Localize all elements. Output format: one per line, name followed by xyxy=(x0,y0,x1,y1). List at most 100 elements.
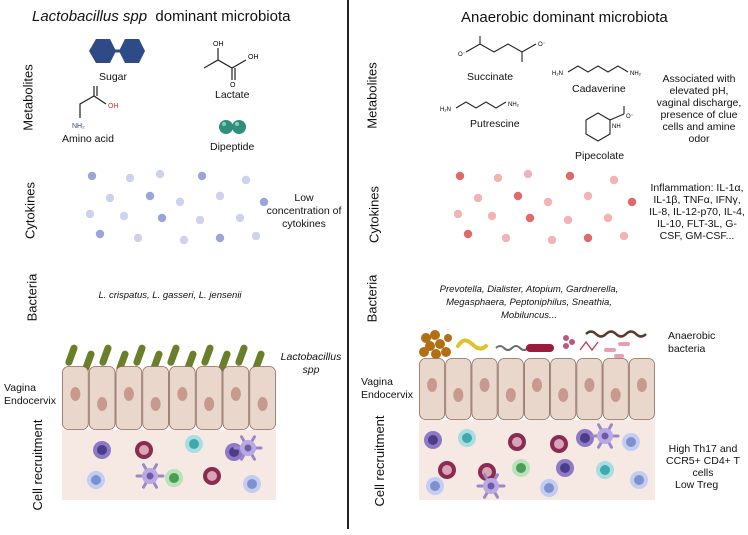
lactate-label: Lactate xyxy=(215,89,250,101)
immune-cell-nucleus xyxy=(626,437,636,447)
cytokine-dot xyxy=(501,233,511,243)
left-title-italic: Lactobacillus spp xyxy=(32,8,148,25)
immune-cell-nucleus xyxy=(512,437,522,447)
lactobacillus-rod xyxy=(99,344,112,366)
cytokine-dot xyxy=(627,197,637,207)
immune-cell-nucleus xyxy=(554,439,564,449)
immune-cell-nucleus xyxy=(247,479,257,489)
left-panel-title: Lactobacillus spp dominant microbiota xyxy=(32,8,291,25)
lactate-o: O xyxy=(230,82,236,88)
cytokine-dot xyxy=(543,197,553,207)
immune-cell-nucleus xyxy=(600,465,610,475)
pipecolate-nh: NH xyxy=(612,124,621,130)
dendritic-cell-icon xyxy=(233,435,263,461)
lactate-molecule-icon: OH OH O xyxy=(203,41,259,88)
cytokine-dot xyxy=(455,171,465,181)
immune-cell-nucleus xyxy=(97,445,107,455)
sugar-molecule-icon xyxy=(89,39,145,63)
cadaverine-nh2: NH₂ xyxy=(630,71,642,77)
left-cytokine-note: Low concentration of cytokines xyxy=(266,192,342,230)
immune-cell-nucleus xyxy=(462,433,472,443)
succinate-molecule-icon: O⁻ O⁻ xyxy=(458,36,546,62)
cytokine-dot xyxy=(119,211,129,221)
right-cell-note-1: High Th17 and CCR5+ CD4+ T cells xyxy=(666,443,740,479)
cell-nucleus xyxy=(479,378,490,392)
cadaverine-label: Cadaverine xyxy=(572,83,626,95)
right-cytokine-note: Inflammation: IL-1α, IL-1β, TNFα, IFNγ, … xyxy=(649,182,745,242)
cytokine-dot xyxy=(87,171,97,181)
cytokine-dot xyxy=(155,169,165,179)
right-tissue-label: Vagina Endocervix xyxy=(361,376,413,401)
cytokine-dot xyxy=(583,191,593,201)
putrescine-label: Putrescine xyxy=(470,118,520,130)
dendritic-cell-icon xyxy=(135,463,165,489)
cytokine-dot xyxy=(251,231,261,241)
lactobacillus-rod xyxy=(133,344,146,366)
right-row-cell-recruitment: Cell recruitment xyxy=(372,415,387,507)
right-cell-note-2: Low Treg xyxy=(675,479,719,491)
cytokine-dot xyxy=(157,213,167,223)
cytokine-dot xyxy=(565,171,575,181)
cell-nucleus xyxy=(230,387,241,401)
right-recruitment-area xyxy=(419,420,655,500)
cytokine-dot xyxy=(525,213,535,223)
panel-divider xyxy=(347,0,349,529)
cytokine-dot xyxy=(145,191,155,201)
left-tissue-label: Vagina Endocervix xyxy=(4,382,56,407)
left-row-cytokines: Cytokines xyxy=(22,181,38,240)
dipeptide-icon xyxy=(219,120,246,134)
cell-nucleus xyxy=(584,378,595,392)
putrescine-h2n: H₂N xyxy=(440,107,451,113)
dendritic-cell-icon xyxy=(590,423,620,449)
immune-cell-nucleus xyxy=(430,481,440,491)
amino-oh: OH xyxy=(108,103,119,110)
right-cytokine-dots xyxy=(453,169,637,245)
cell-nucleus xyxy=(204,397,215,411)
lactate-oh-1: OH xyxy=(213,41,224,48)
cytokine-dot xyxy=(609,175,619,185)
left-title-rest: dominant microbiota xyxy=(155,8,291,25)
cytokine-dot xyxy=(133,233,143,243)
cytokine-dot xyxy=(85,209,95,219)
right-panel-title: Anaerobic dominant microbiota xyxy=(461,9,668,26)
cytokine-dot xyxy=(175,197,185,207)
cytokine-dot xyxy=(513,191,523,201)
immune-cell-nucleus xyxy=(207,471,217,481)
recruitment-background xyxy=(419,420,655,500)
cytokine-dot xyxy=(197,171,207,181)
right-epithelium xyxy=(419,358,655,420)
cell-nucleus xyxy=(558,388,569,402)
lactobacillus-rod xyxy=(235,344,248,366)
cell-nucleus xyxy=(532,378,542,392)
cell-nucleus xyxy=(70,387,81,401)
lactobacillus-rod xyxy=(167,344,180,366)
succinate-o-1: O⁻ xyxy=(458,52,466,58)
immune-cell-nucleus xyxy=(169,473,179,483)
immune-cell-nucleus xyxy=(189,439,199,449)
cell-nucleus xyxy=(177,387,188,401)
amino-acid-label: Amino acid xyxy=(62,133,114,145)
anaerobic-bacteria-icon xyxy=(419,330,647,359)
anaerobic-bacteria-tag: Anaerobic bacteria xyxy=(668,330,716,355)
pipecolate-o-minus: O⁻ xyxy=(626,114,634,120)
putrescine-nh2: NH₂ xyxy=(508,102,520,108)
cytokine-dot xyxy=(125,173,135,183)
cadaverine-molecule-icon: H₂N NH₂ xyxy=(552,65,642,77)
lactobacillus-rod xyxy=(116,350,129,372)
cytokine-dot xyxy=(619,231,629,241)
cell-nucleus xyxy=(610,388,621,402)
right-row-bacteria: Bacteria xyxy=(364,274,380,323)
cadaverine-h2n: H₂N xyxy=(552,71,563,77)
cell-nucleus xyxy=(123,387,134,401)
cytokine-dot xyxy=(583,233,593,243)
cytokine-dot xyxy=(523,169,533,179)
cytokine-dot xyxy=(473,193,483,203)
immune-cell-nucleus xyxy=(634,475,644,485)
immune-cell-nucleus xyxy=(560,463,570,473)
left-bacteria-list: L. crispatus, L. gasseri, L. jensenii xyxy=(98,290,242,301)
pipecolate-molecule-icon: O⁻ NH xyxy=(585,106,634,142)
cytokine-dot xyxy=(493,173,503,183)
left-recruitment-area xyxy=(62,430,276,500)
left-row-bacteria: Bacteria xyxy=(24,273,40,322)
left-row-cell-recruitment: Cell recruitment xyxy=(30,419,45,511)
